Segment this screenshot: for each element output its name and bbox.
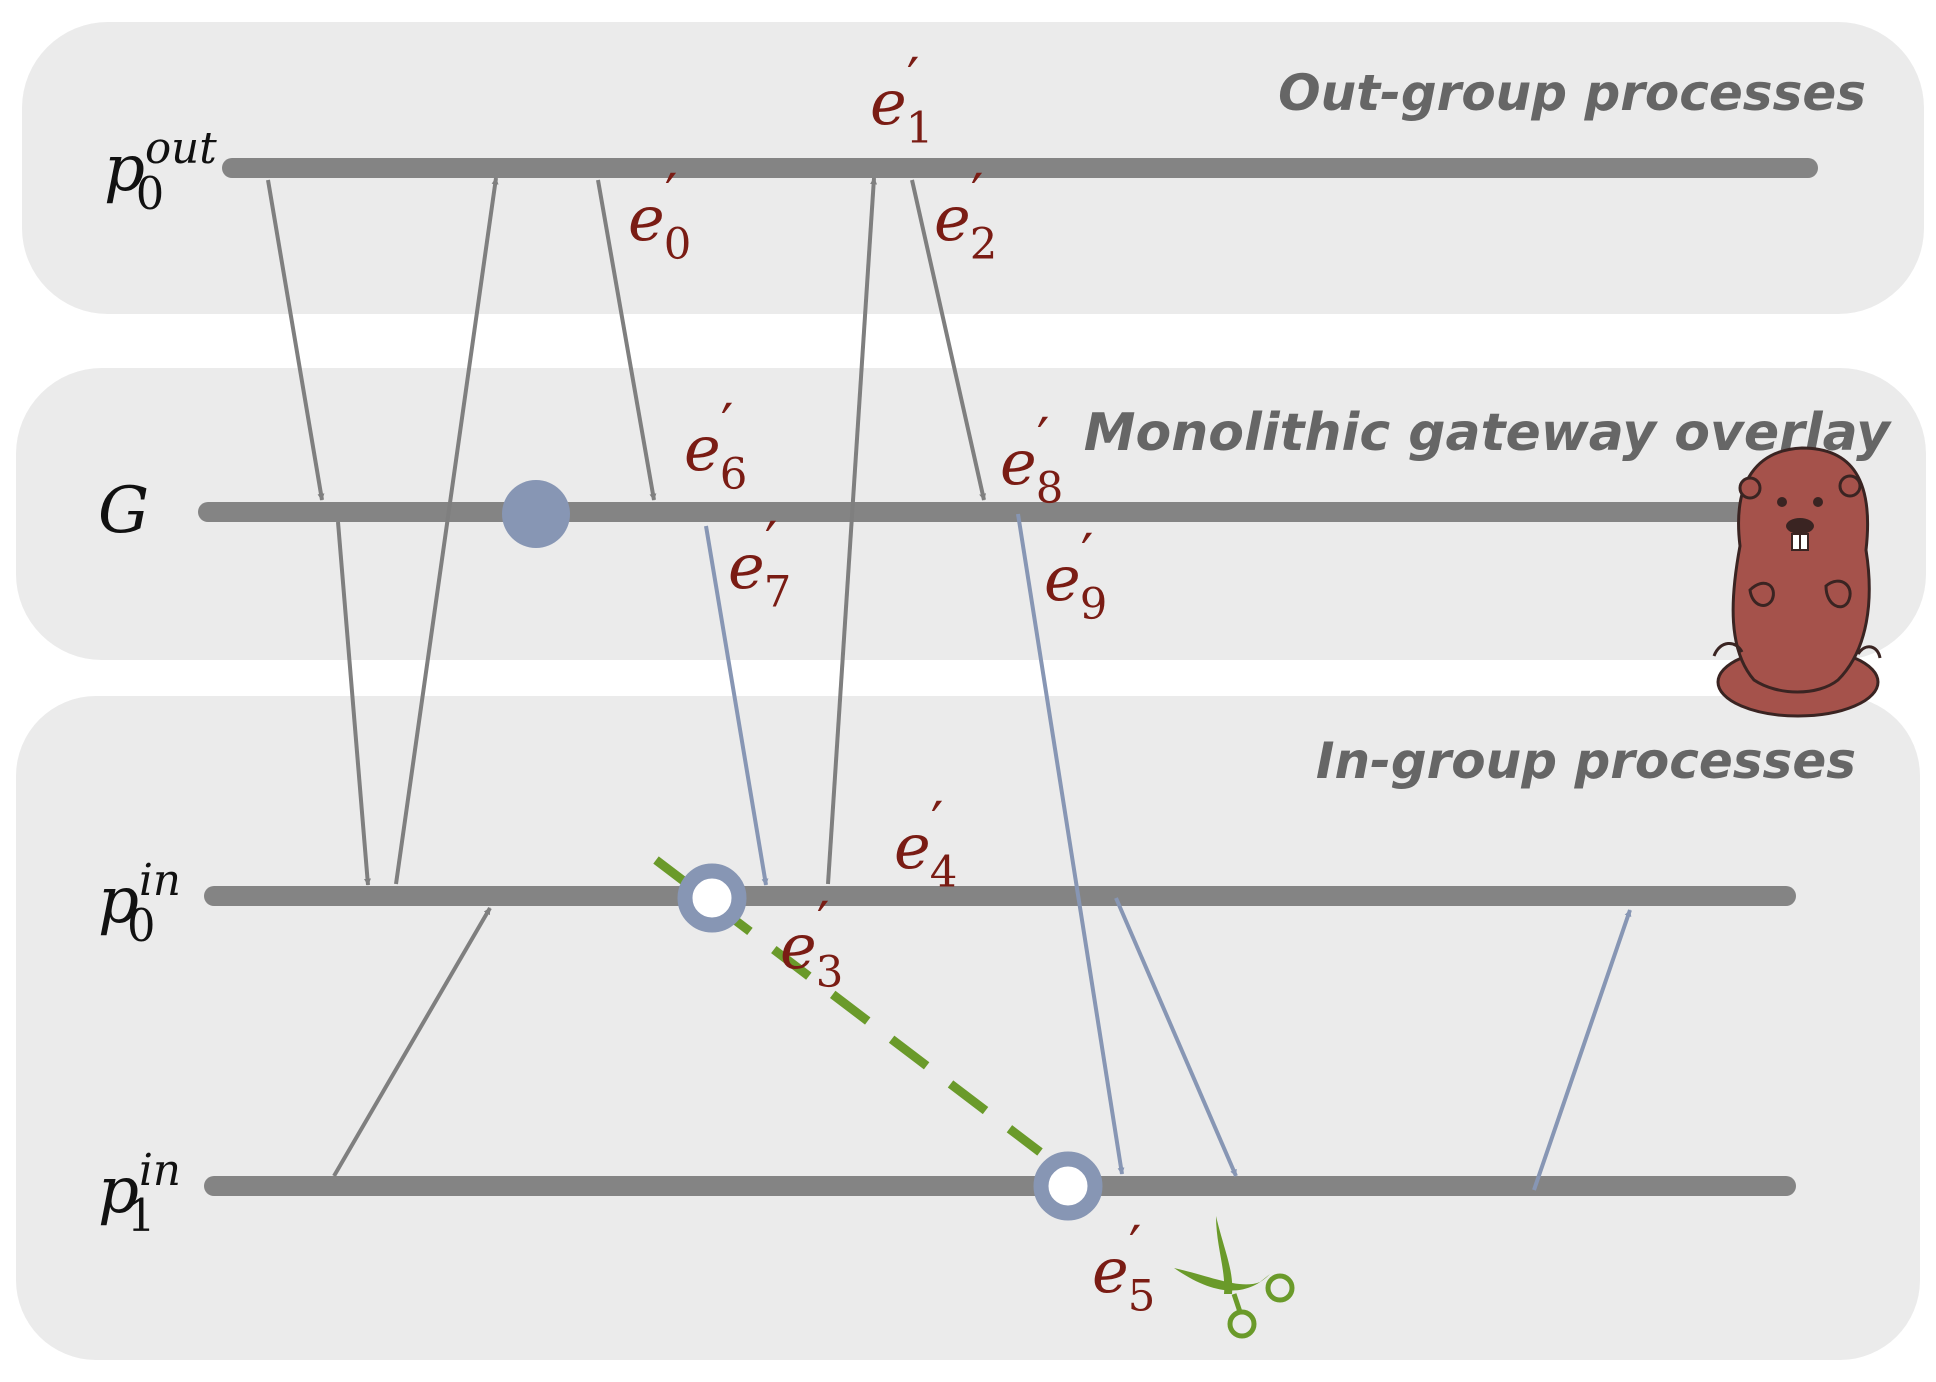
- message-arrow: [266, 179, 325, 501]
- message-arrow-blue: [704, 525, 769, 886]
- event-label-e1: e′1: [870, 47, 933, 154]
- event-labels: e′0 e′1e′2 e′3 e′4 e′5 e′6 e′7 e′8 e′9: [628, 47, 1155, 1322]
- group-title-gateway: Monolithic gateway overlay: [1084, 403, 1892, 463]
- event-label-e0: e′0: [628, 163, 691, 270]
- message-arrow-blue: [1114, 897, 1238, 1177]
- group-title-out: Out-group processes: [1278, 64, 1866, 122]
- event-label-e8: e′8: [1000, 407, 1063, 514]
- beaver-mascot: [1712, 446, 1882, 718]
- gateway-checkpoint-dot: [502, 480, 570, 548]
- event-label-e2: e′2: [934, 163, 997, 270]
- message-arrow: [332, 906, 492, 1178]
- event-label-e6: e′6: [684, 393, 747, 500]
- message-arrow: [336, 521, 371, 886]
- event-label-e4: e′4: [894, 791, 957, 898]
- message-arrow: [596, 179, 657, 501]
- event-label-e3: e′3: [780, 891, 843, 998]
- event-label-e9: e′9: [1044, 523, 1107, 630]
- message-arrow: [394, 177, 499, 885]
- cut-point-p1-in: [1033, 1151, 1103, 1221]
- scissors-icon: [1174, 1216, 1295, 1339]
- process-label-G: G: [98, 474, 149, 548]
- event-label-e5: e′5: [1092, 1215, 1155, 1322]
- message-arrow: [910, 179, 987, 501]
- group-title-in: In-group processes: [1316, 732, 1856, 790]
- panel-in-group: [16, 696, 1920, 1360]
- message-arrow-blue: [1016, 513, 1125, 1175]
- event-label-e7: e′7: [728, 511, 791, 618]
- cut-point-p0-in: [677, 863, 747, 933]
- message-arrow: [826, 177, 878, 885]
- message-arrow-blue: [1532, 909, 1632, 1191]
